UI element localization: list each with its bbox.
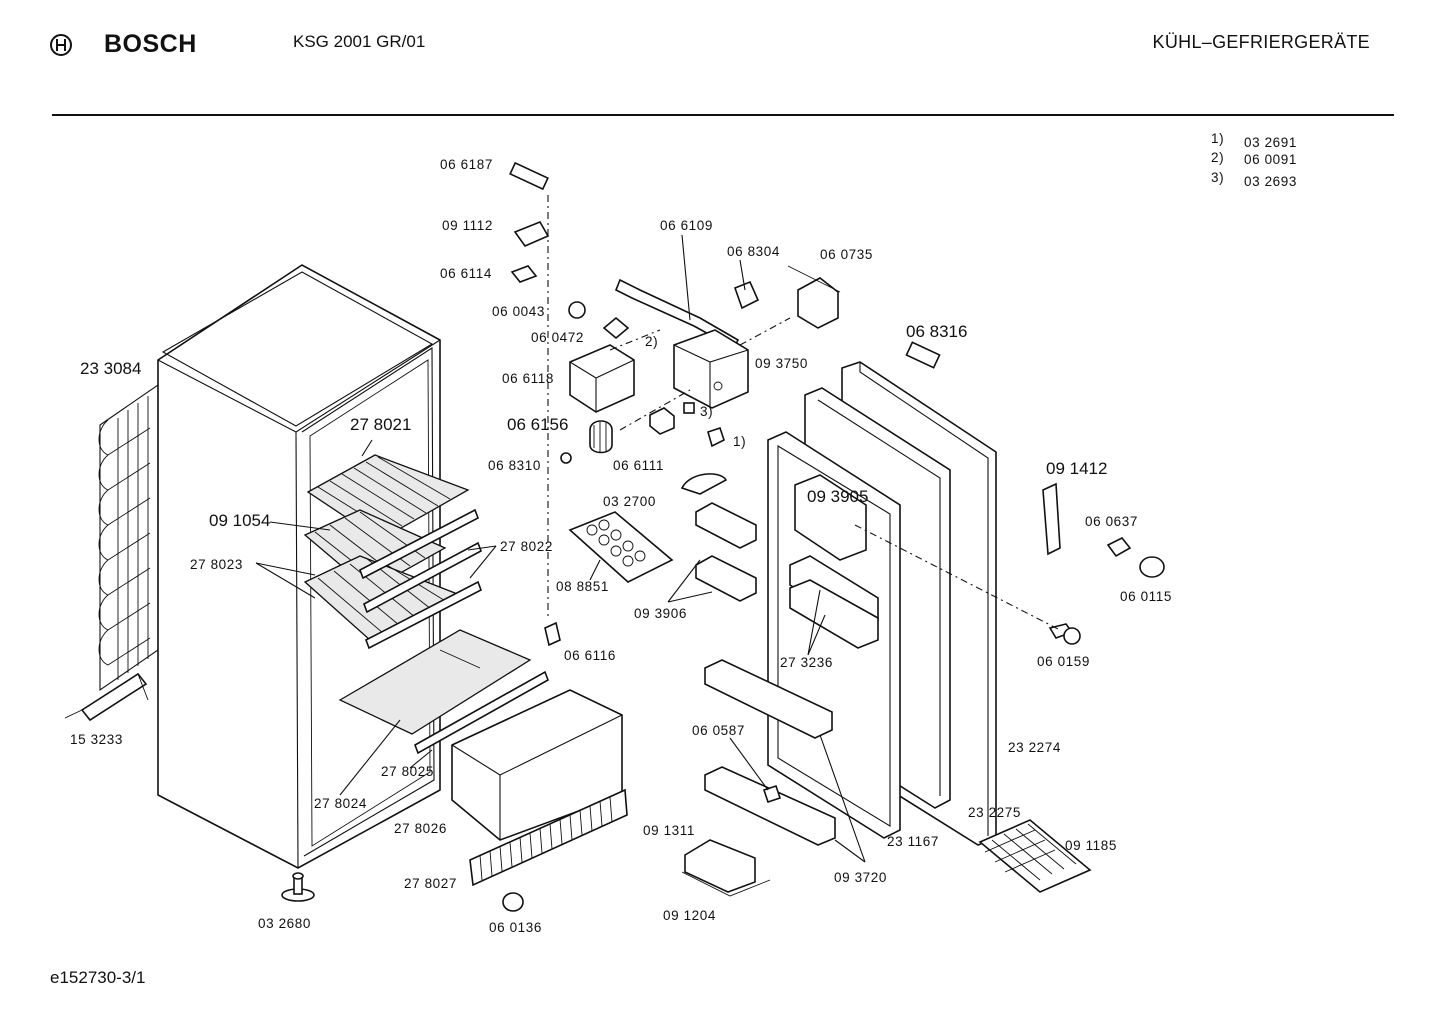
label-091412: 09 1412 <box>1046 459 1107 478</box>
footnote-value-2: 06 0091 <box>1244 152 1297 167</box>
label-068304: 06 8304 <box>727 244 780 259</box>
label-060472: 06 0472 <box>531 330 584 345</box>
label-093750: 09 3750 <box>755 356 808 371</box>
label-032700: 03 2700 <box>603 494 656 509</box>
label-060735: 06 0735 <box>820 247 873 262</box>
label-232275: 23 2275 <box>968 805 1021 820</box>
label-066114: 06 6114 <box>440 266 492 281</box>
label-066116: 06 6116 <box>564 648 616 663</box>
label-060043: 06 0043 <box>492 304 545 319</box>
label-060115: 06 0115 <box>1120 589 1172 604</box>
label-091112: 09 1112 <box>442 218 493 233</box>
marker-3: 3) <box>700 404 713 419</box>
label-091054: 09 1054 <box>209 511 270 530</box>
label-093720: 09 3720 <box>834 870 887 885</box>
cap-060136 <box>502 892 524 912</box>
ice-cube-tray <box>978 819 1092 893</box>
brand-logo: BOSCH <box>50 30 197 59</box>
label-068316: 06 8316 <box>906 322 967 341</box>
footnote-key-3: 3) <box>1211 170 1224 185</box>
label-278027: 27 8027 <box>404 876 457 891</box>
door-drawing <box>681 361 1165 897</box>
label-091311: 09 1311 <box>643 823 695 838</box>
control-components <box>509 161 941 647</box>
label-088851: 08 8851 <box>556 579 609 594</box>
marker-1: 1) <box>733 434 746 449</box>
label-091185: 09 1185 <box>1065 838 1117 853</box>
appliance-category: KÜHL–GEFRIERGERÄTE <box>1152 32 1370 52</box>
crisper-cover <box>338 629 532 735</box>
label-273236: 27 3236 <box>780 655 833 670</box>
label-066118: 06 6118 <box>502 371 554 386</box>
label-068310: 06 8310 <box>488 458 541 473</box>
capillary-tube <box>80 672 148 722</box>
label-060587: 06 0587 <box>692 723 745 738</box>
label-278024: 27 8024 <box>314 796 367 811</box>
label-060637: 06 0637 <box>1085 514 1138 529</box>
label-278023: 27 8023 <box>190 557 243 572</box>
cabinet-body <box>157 264 441 869</box>
label-153233: 15 3233 <box>70 732 123 747</box>
label-093905: 09 3905 <box>807 487 868 506</box>
cabinet-drawing <box>64 264 628 912</box>
label-032680: 03 2680 <box>258 916 311 931</box>
label-091204: 09 1204 <box>663 908 716 923</box>
leveling-foot <box>281 872 315 902</box>
bosch-armature-icon <box>50 33 72 56</box>
model-number: KSG 2001 GR/01 <box>293 32 426 51</box>
footnote-value-3: 03 2693 <box>1244 174 1297 189</box>
label-278025: 27 8025 <box>381 764 434 779</box>
header-divider <box>52 114 1394 116</box>
label-232274: 23 2274 <box>1008 740 1061 755</box>
part-labels: 06 6187 09 1112 06 6114 06 0043 06 0472 … <box>70 157 1172 935</box>
label-060159: 06 0159 <box>1037 654 1090 669</box>
marker-2: 2) <box>645 334 658 349</box>
footnote-key-2: 2) <box>1211 150 1224 165</box>
vent-grille <box>469 788 628 887</box>
condenser-coil <box>98 383 159 692</box>
label-093906: 09 3906 <box>634 606 687 621</box>
leader-lines <box>255 234 866 863</box>
footnote-value-1: 03 2691 <box>1244 135 1297 150</box>
footnote-legend: 1) 03 2691 2) 06 0091 3) 03 2693 <box>1211 131 1297 189</box>
label-066187: 06 6187 <box>440 157 493 172</box>
label-278021: 27 8021 <box>350 415 411 434</box>
footnote-key-1: 1) <box>1211 131 1224 146</box>
label-060136: 06 0136 <box>489 920 542 935</box>
label-066109: 06 6109 <box>660 218 713 233</box>
label-066156: 06 6156 <box>507 415 568 434</box>
wire-shelves <box>303 454 482 650</box>
drawing-id: e152730-3/1 <box>50 968 146 987</box>
label-066111: 06 6111 <box>613 458 664 473</box>
brand-name: BOSCH <box>104 30 197 58</box>
label-278026: 27 8026 <box>394 821 447 836</box>
label-278022: 27 8022 <box>500 539 553 554</box>
label-233084: 23 3084 <box>80 359 141 378</box>
label-231167: 23 1167 <box>887 834 939 849</box>
page-header: BOSCH KSG 2001 GR/01 KÜHL–GEFRIERGERÄTE <box>0 0 1442 120</box>
